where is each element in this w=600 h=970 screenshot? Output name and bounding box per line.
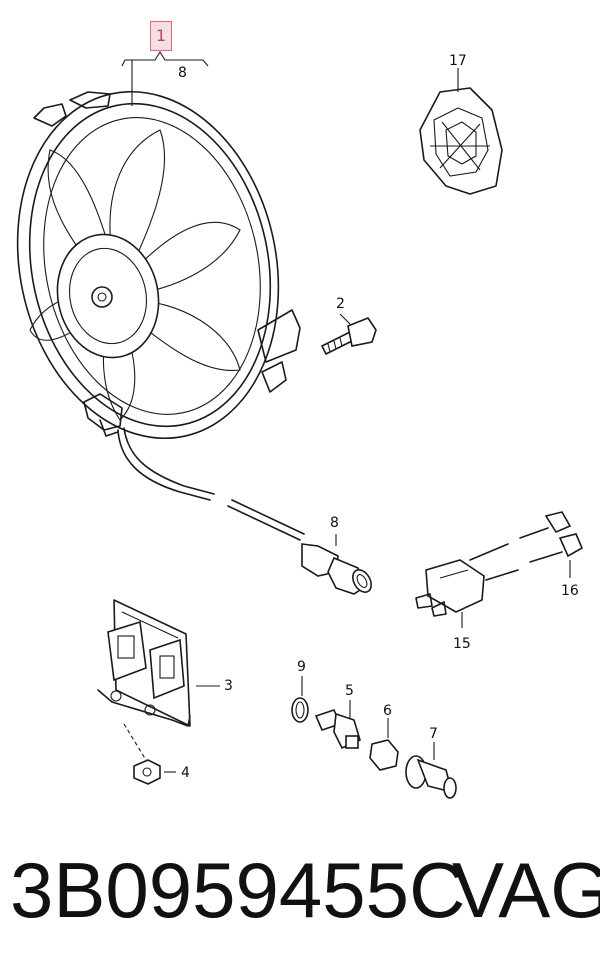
exploded-parts-diagram — [16, 50, 584, 799]
callout-label-7: 7 — [429, 726, 438, 742]
callout-label-6: 6 — [383, 703, 392, 719]
callout-label-8: 8 — [330, 515, 339, 531]
seal-ring — [291, 676, 309, 723]
callout-label-17: 17 — [449, 53, 467, 69]
fan-connector-plug — [301, 534, 372, 595]
callout-label-16: 16 — [561, 583, 579, 599]
fan-grille-cover — [419, 68, 503, 195]
callout-label-15: 15 — [453, 636, 471, 652]
blanking-plug — [405, 742, 457, 799]
callout-label-9: 9 — [297, 659, 306, 675]
sender-connector — [369, 718, 399, 771]
hex-nut — [133, 759, 176, 785]
mounting-bracket — [97, 599, 220, 761]
bolt — [321, 313, 377, 355]
callout-label-1: 1 — [150, 21, 172, 51]
temperature-sender — [314, 700, 361, 750]
callout-label-3: 3 — [224, 678, 233, 694]
callout-label-8-top: 8 — [178, 65, 187, 81]
callout-label-4: 4 — [181, 765, 190, 781]
part-number: 3B0959455C — [10, 846, 466, 934]
callout-label-5: 5 — [345, 683, 354, 699]
callout-1-bracket — [121, 50, 209, 106]
radiator-fan-assembly — [16, 90, 301, 440]
fan-cable — [117, 427, 305, 541]
thermo-switch — [415, 559, 485, 628]
callout-label-2: 2 — [336, 296, 345, 312]
brand-name: VAG — [452, 846, 600, 934]
temperature-switch-leads — [469, 511, 584, 581]
